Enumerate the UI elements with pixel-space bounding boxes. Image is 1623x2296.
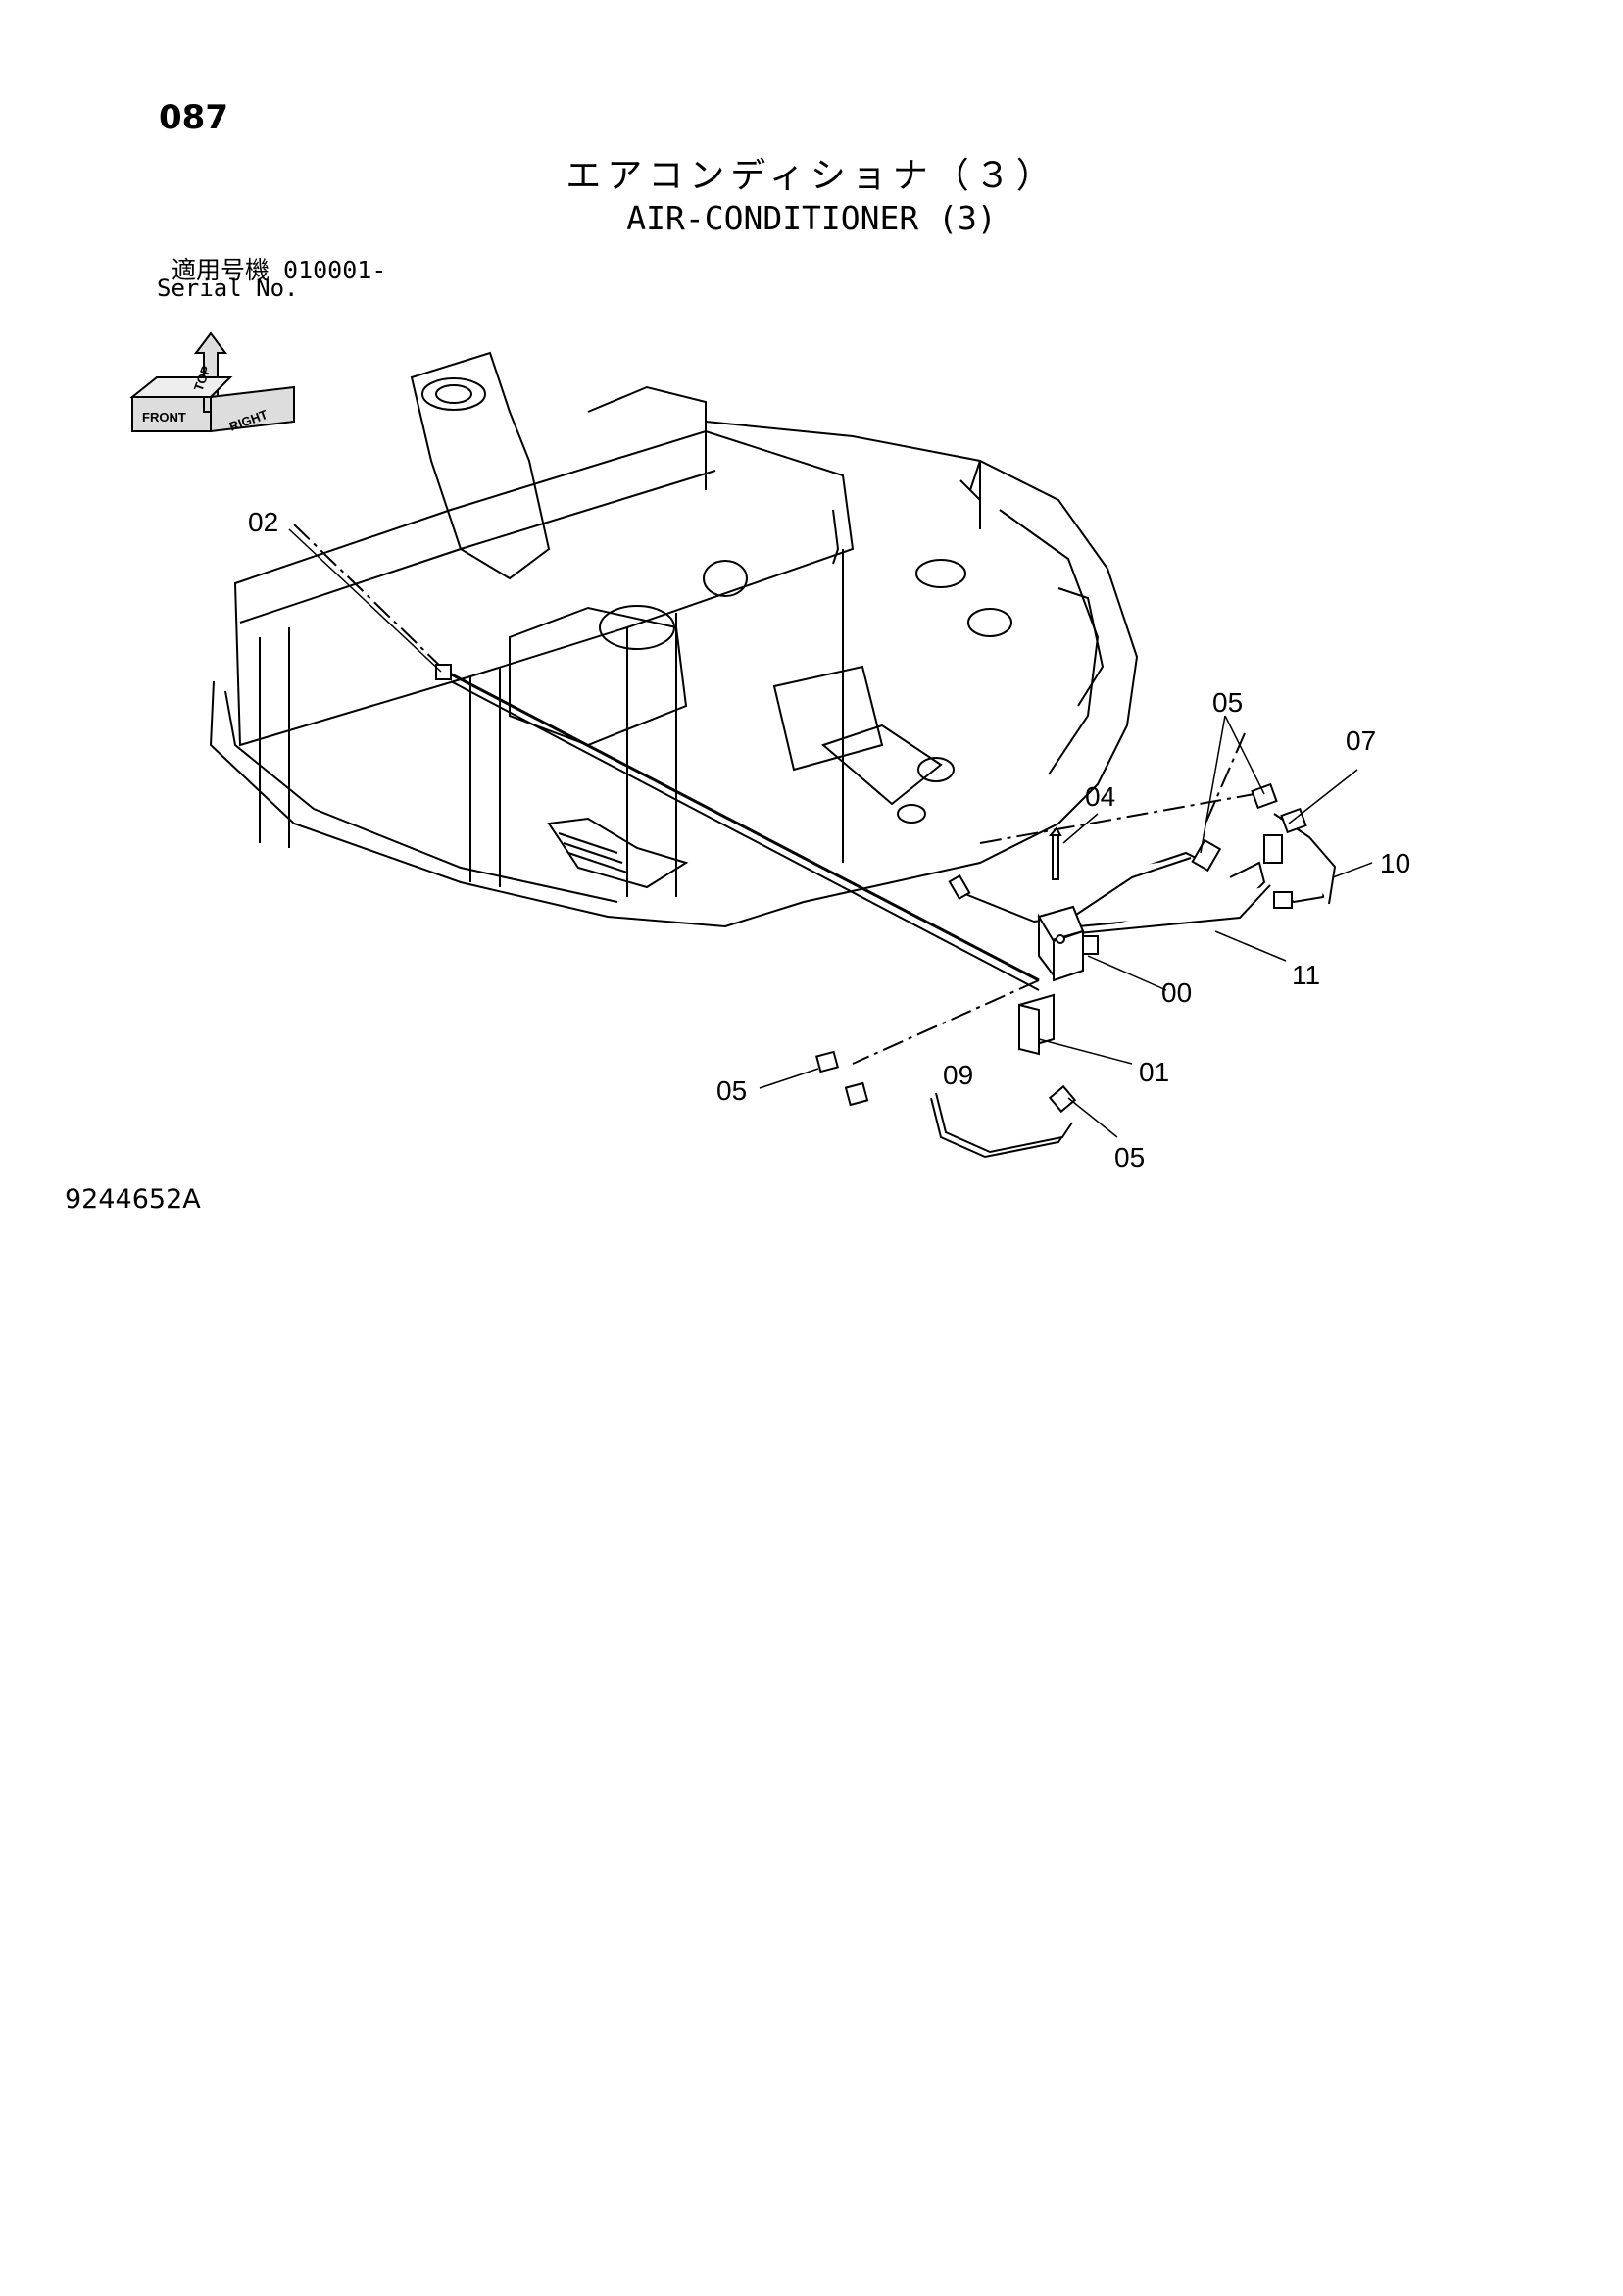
callout-labels: 02 04 05 07 10 11 00 01 09 05 05 [248, 507, 1410, 1173]
callout-05-lower: 05 [1114, 1142, 1145, 1173]
serial-applicability-row: 適用号機 010001- [172, 251, 386, 286]
upper-frame-drawing [209, 351, 1139, 928]
air-conditioner-parts [435, 664, 1337, 1159]
page-title-english: AIR-CONDITIONER (3) [626, 199, 997, 237]
page-title-japanese: エアコンディショナ（３） [566, 156, 1057, 196]
callout-02: 02 [248, 507, 278, 537]
drawing-number: 9244652A [65, 1184, 201, 1215]
callout-04: 04 [1085, 781, 1115, 812]
hose-routing-lines [293, 524, 1255, 1065]
callout-09: 09 [943, 1060, 973, 1090]
callout-07: 07 [1346, 725, 1376, 756]
serial-label-english: Serial No. [157, 275, 299, 302]
page-number: 087 [159, 98, 228, 137]
callout-11: 11 [1292, 960, 1320, 990]
callout-10: 10 [1380, 848, 1410, 878]
callout-05-upper: 05 [1212, 687, 1243, 718]
front-direction-label: FRONT [142, 410, 186, 424]
callout-leaders [288, 528, 1373, 1138]
callout-00: 00 [1161, 977, 1192, 1008]
serial-label-japanese: 適用号機 [172, 256, 270, 284]
serial-value: 010001- [283, 256, 387, 284]
callout-05-left: 05 [716, 1075, 747, 1106]
orientation-icon: FRONT TOP RIGHT [129, 331, 295, 434]
callout-01: 01 [1139, 1057, 1169, 1087]
